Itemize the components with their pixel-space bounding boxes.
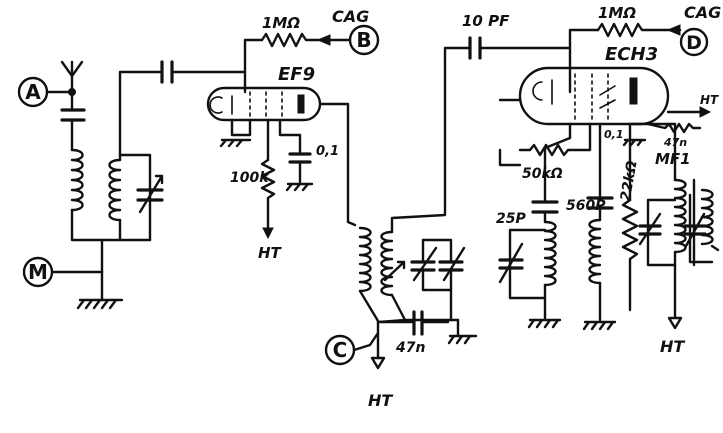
cap-560p-label: 560P xyxy=(566,198,606,214)
resistor-22k xyxy=(621,198,639,312)
antenna-coil xyxy=(70,148,84,212)
cap-47n-c-label: 47n xyxy=(395,340,425,356)
antenna-icon xyxy=(60,60,84,94)
capacitor-25p xyxy=(531,200,559,214)
capacitor-10pf xyxy=(468,36,482,60)
resistor-100k xyxy=(260,158,276,232)
ht-c-label: HT xyxy=(368,391,393,410)
cap-01-right-label: 0,1 xyxy=(604,128,624,141)
ground-icon xyxy=(285,182,314,192)
input-capacitor xyxy=(60,108,86,122)
antenna-stage: A M xyxy=(17,60,247,310)
resistor-50k-label: 50kΩ xyxy=(522,166,563,182)
resistor-d-value: 1MΩ xyxy=(598,4,636,22)
capacitor-47n-c xyxy=(412,310,424,336)
ground-icon xyxy=(219,138,252,148)
ef9-stage: EF9 1MΩ CAG B 100k HT 0,1 xyxy=(206,7,380,262)
mf1-label: MF1 xyxy=(655,150,691,168)
connector-c-label: C xyxy=(333,338,348,362)
resistor-b-value: 1MΩ xyxy=(262,14,300,32)
cap-01-left-label: 0,1 xyxy=(316,144,339,159)
connector-m-label: M xyxy=(28,260,48,284)
grid-coupling-capacitor xyxy=(160,60,174,84)
resistor-100k-label: 100k xyxy=(230,170,270,186)
tuning-variable-capacitor xyxy=(136,188,164,202)
tube-ech3-label: ECH3 xyxy=(605,44,658,65)
ground-icon xyxy=(582,320,617,331)
oscillator-coil xyxy=(543,220,557,287)
cap-25p-label: 25P xyxy=(496,211,526,227)
cap-10pf-label: 10 PF xyxy=(462,12,510,30)
feedback-coil xyxy=(588,218,602,285)
tube-ef9-label: EF9 xyxy=(278,64,315,85)
ht-tube2-label: HT xyxy=(700,93,719,107)
cag-d-label: CAG xyxy=(684,3,721,22)
oscillator-variable-capacitor xyxy=(498,258,524,270)
resistor-1meg-b xyxy=(260,32,332,48)
mf1-trimmer-a xyxy=(638,224,662,236)
ground-icon xyxy=(76,298,124,310)
ground-icon xyxy=(447,334,478,345)
plate-coil xyxy=(358,226,372,293)
connector-b xyxy=(348,24,380,56)
cag-b-label: CAG xyxy=(332,7,369,26)
ht-right-label: HT xyxy=(660,337,685,356)
ground-icon xyxy=(622,138,647,147)
connector-a-label: A xyxy=(25,80,41,104)
connector-d xyxy=(679,27,709,57)
connector-d-label: D xyxy=(686,32,702,54)
mf1-primary-coil xyxy=(673,178,687,254)
ech3-stage: ECH3 1MΩ CAG D 50kΩ HT 0,1 47n xyxy=(498,3,721,182)
resistor-1meg-d xyxy=(596,22,667,38)
ech3-tube-icon xyxy=(518,66,670,126)
ht-ef9-label: HT xyxy=(258,244,283,262)
secondary-coil xyxy=(380,230,394,297)
tuning-coil xyxy=(108,158,122,222)
oscillator-stage: 25P 560P 22kΩ MF1 HT xyxy=(496,122,720,356)
connector-b-label: B xyxy=(356,28,371,52)
coupling-stage: HT C 47n 10 PF xyxy=(324,12,572,410)
